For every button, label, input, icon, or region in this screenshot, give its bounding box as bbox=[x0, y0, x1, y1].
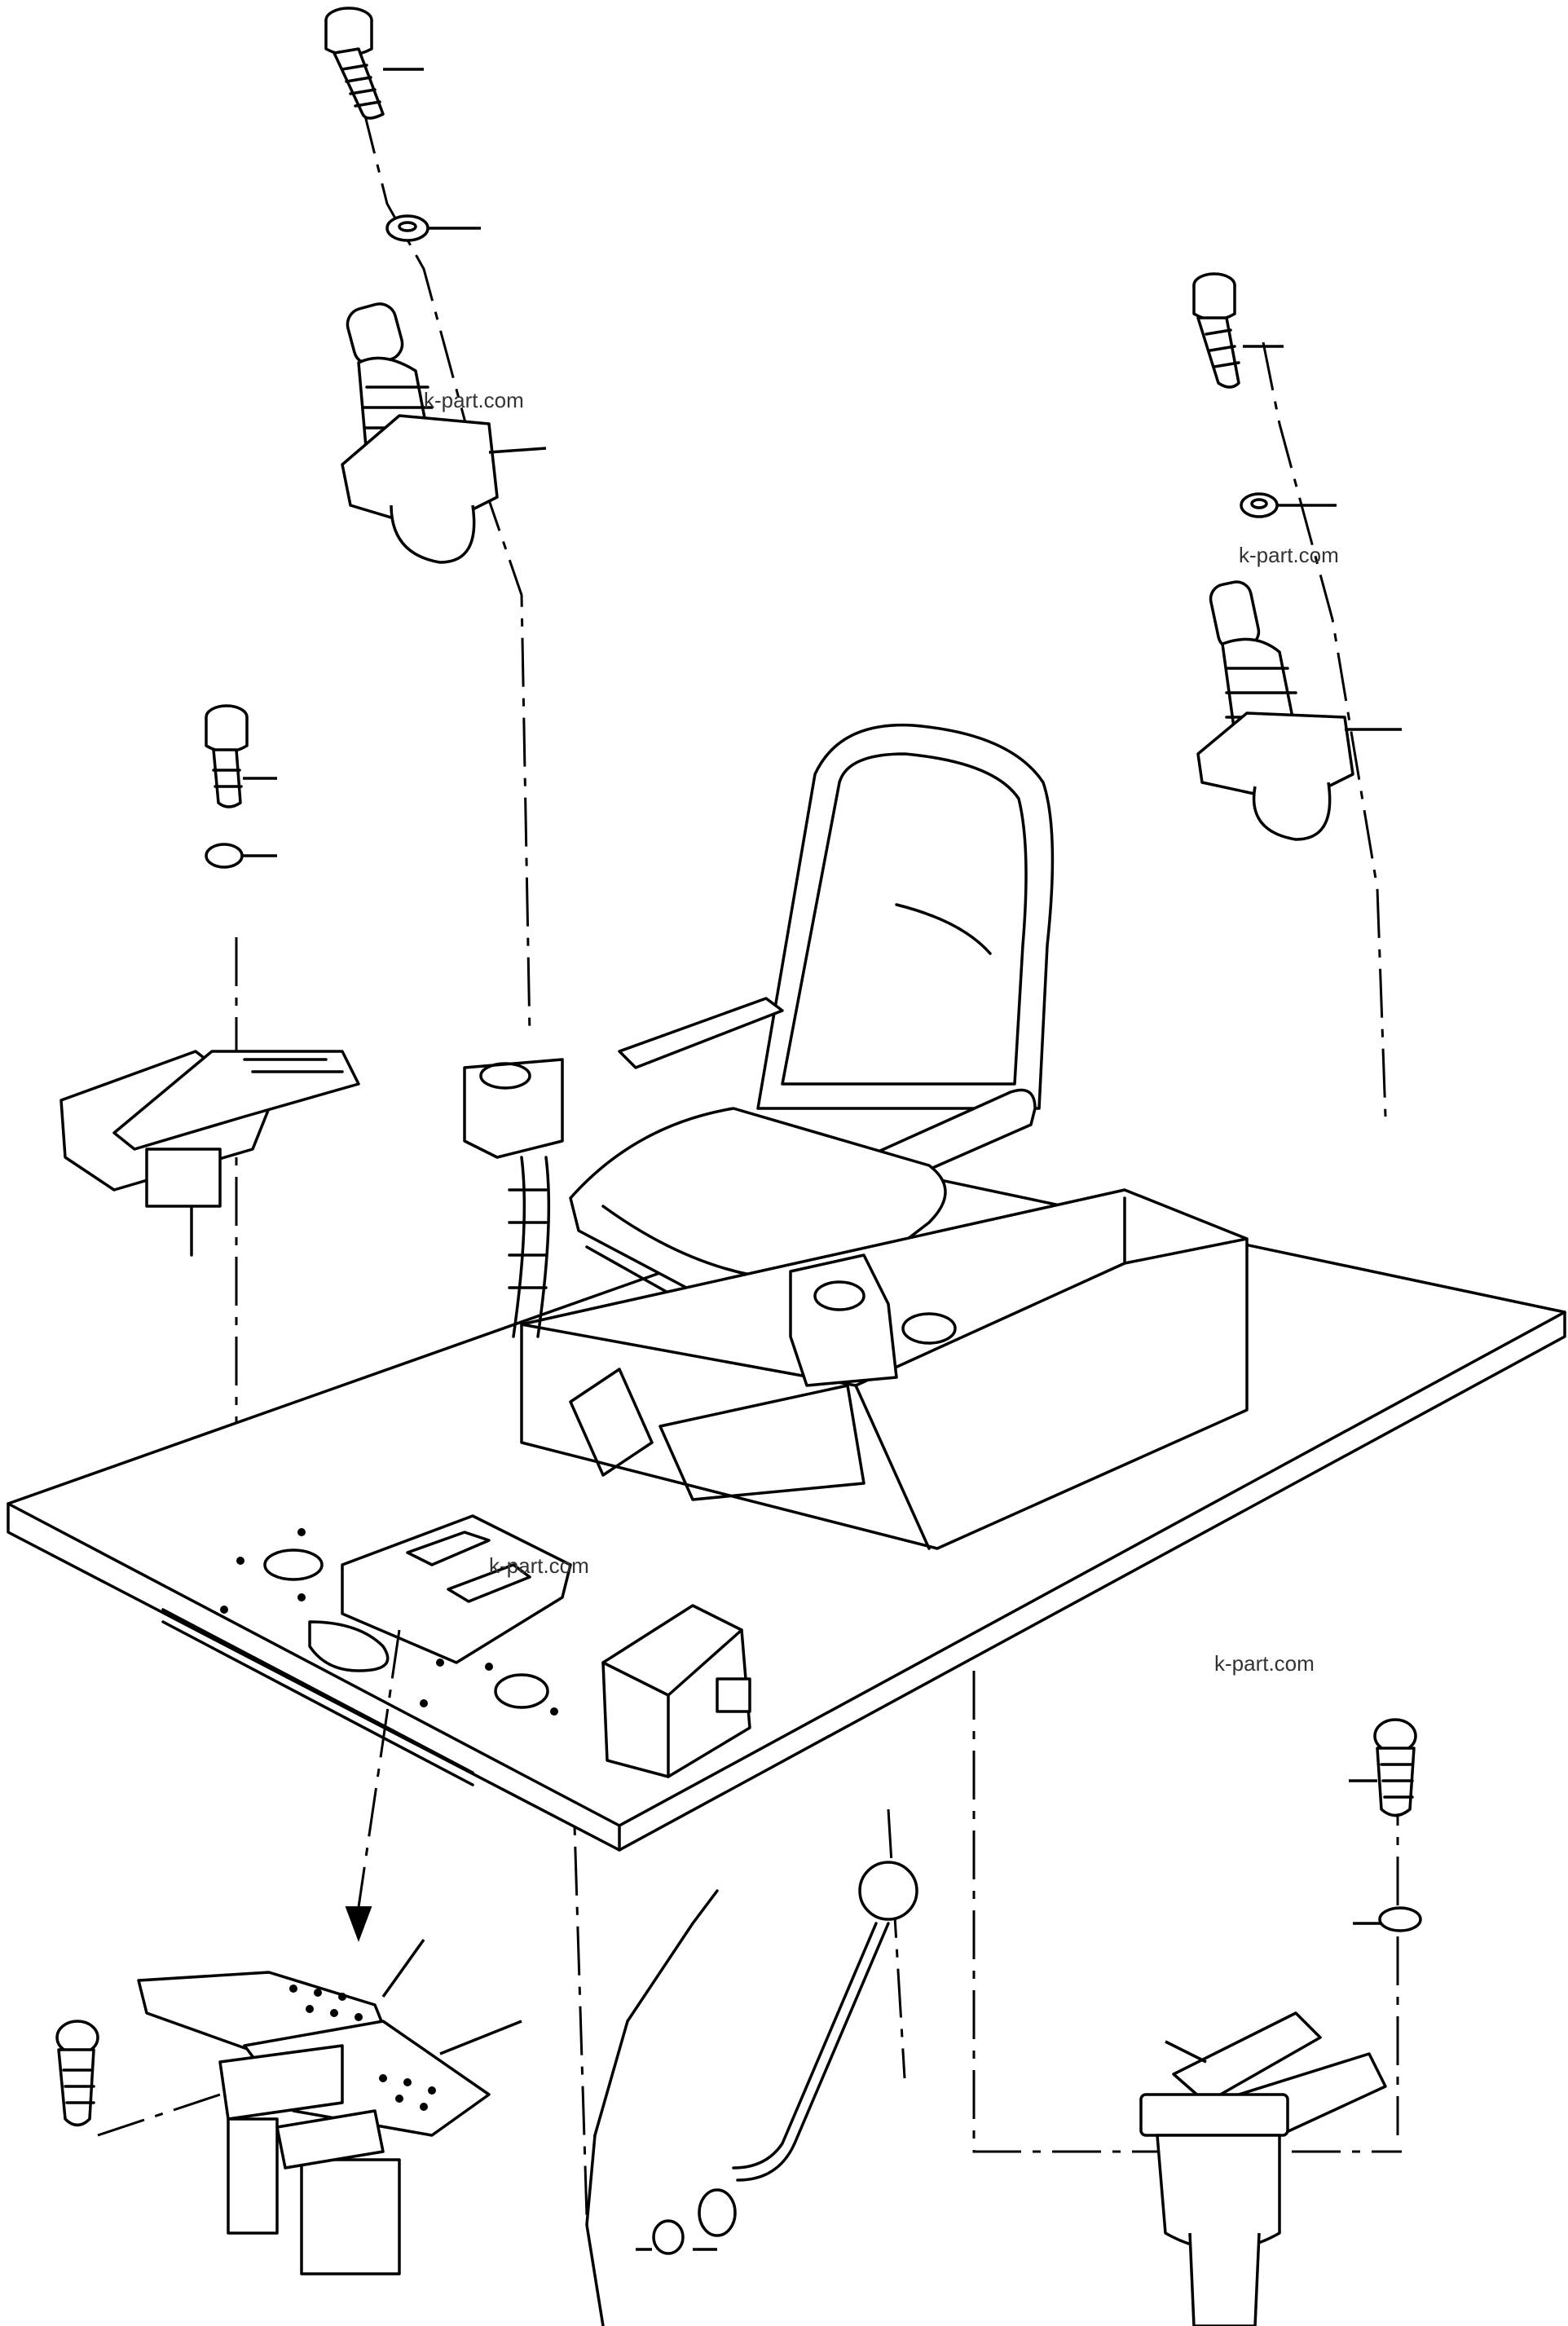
watermark-3: k-part.com bbox=[424, 388, 524, 412]
floor-hole-center bbox=[494, 1673, 549, 1709]
travel-lever bbox=[1139, 1718, 1422, 2326]
lever-nut bbox=[698, 2188, 737, 2237]
joystick-right bbox=[1192, 272, 1402, 841]
washer-left bbox=[205, 843, 277, 869]
watermark-2: k-part.com bbox=[1214, 1651, 1315, 1676]
shift-lever-with-knob bbox=[636, 1861, 918, 2255]
watermark-1: k-part.com bbox=[1239, 543, 1339, 567]
bolt-upper-left bbox=[324, 7, 424, 120]
bolt-lower-right bbox=[1349, 1718, 1417, 1817]
right-console-pod bbox=[789, 1253, 898, 1387]
bolt-lower-left bbox=[55, 2020, 99, 2127]
washer-upper-left bbox=[385, 214, 481, 242]
fuse-box bbox=[601, 1604, 751, 1778]
left-console-pod bbox=[463, 1058, 564, 1159]
washer-lower-right bbox=[1353, 1906, 1422, 1932]
bolt-left bbox=[205, 704, 277, 808]
floor-hole-left bbox=[263, 1548, 324, 1581]
joystick-left bbox=[324, 7, 547, 564]
brake-pedal-assembly bbox=[55, 1938, 522, 2275]
washer-upper-right bbox=[1240, 492, 1337, 518]
floor-slot bbox=[308, 1620, 390, 1672]
pedal-dots bbox=[289, 1985, 436, 2111]
floor-bracket bbox=[341, 1514, 572, 1664]
operator-seat bbox=[463, 723, 1249, 1550]
lever-washer bbox=[652, 2219, 685, 2255]
floor-bolt-holes bbox=[220, 1528, 558, 1716]
bolt-upper-right bbox=[1192, 272, 1284, 389]
travel-pedal-left bbox=[59, 704, 360, 1257]
watermark-4: k-part.com bbox=[489, 1553, 589, 1578]
